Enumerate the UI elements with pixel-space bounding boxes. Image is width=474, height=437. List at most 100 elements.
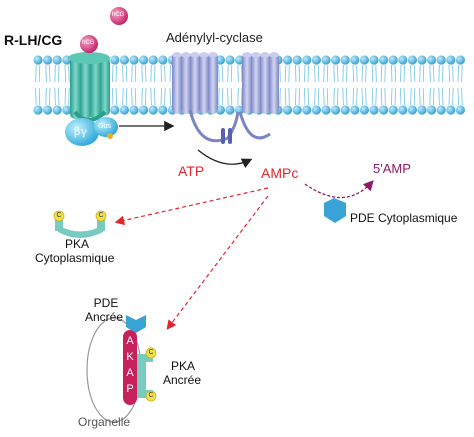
cyclase-helix	[199, 52, 209, 114]
lipid-tail	[279, 87, 281, 106]
lipid-tail	[413, 64, 416, 83]
cyclase-helix-top	[172, 52, 182, 58]
organelle-label: Organelle	[78, 415, 131, 429]
lipid-tail	[54, 64, 56, 83]
akap-letter-p: P	[126, 383, 134, 395]
lipid-head	[33, 55, 43, 65]
lipid-tail	[441, 87, 444, 106]
lipid-tail	[419, 64, 421, 83]
lipid-tail	[115, 87, 118, 106]
lipid-tail	[125, 87, 128, 106]
c-subunit-label: C	[148, 349, 154, 356]
cyclase-label: Adénylyl-cyclase	[166, 30, 263, 45]
akap-bar	[123, 330, 137, 405]
lipid-tail	[240, 87, 243, 106]
lipid-tail	[457, 64, 460, 83]
lipid-head	[311, 55, 321, 65]
lipid-head	[340, 105, 350, 115]
lipid-tail	[131, 87, 133, 106]
lipid-tail	[390, 64, 393, 83]
lipid-tail	[326, 64, 329, 83]
cyclase-helix	[190, 52, 200, 114]
lipid-tail	[237, 64, 239, 83]
lipid-tail	[160, 87, 163, 106]
lipid-tail	[134, 64, 137, 83]
lipid-tail	[314, 64, 316, 83]
arrow-to-pka-cyto	[114, 187, 269, 226]
lipid-tail	[64, 64, 67, 83]
lipid-tail	[122, 64, 124, 83]
lipid-head	[455, 105, 465, 115]
lipid-head	[119, 55, 129, 65]
lipid-tail	[48, 64, 51, 83]
pka-anchored-shape	[137, 347, 157, 402]
lipid-tail	[160, 64, 163, 83]
lipid-tail	[111, 64, 114, 83]
lipid-tail	[413, 87, 416, 106]
lipid-tail	[345, 87, 348, 106]
lipid-tail	[422, 87, 425, 106]
lipid-tail	[131, 64, 133, 83]
lipid-head	[302, 55, 312, 65]
lipid-tail	[141, 64, 143, 83]
cyclase-helix-top	[269, 52, 279, 58]
lipid-head	[369, 105, 379, 115]
lipid-head	[321, 105, 331, 115]
lipid-tail	[336, 64, 339, 83]
receptor-label: R-LH/CG	[4, 32, 63, 48]
cyclase-helix	[260, 52, 270, 114]
lipid-tail	[432, 64, 435, 83]
lipid-tail	[371, 87, 374, 106]
lipid-tail	[288, 87, 290, 106]
lipid-tail	[399, 64, 402, 83]
cyclase-helix-top	[260, 52, 270, 58]
lipid-tail	[333, 87, 335, 106]
lipid-tail	[410, 64, 412, 83]
lipid-tail	[438, 87, 440, 106]
lipid-head	[283, 105, 293, 115]
cyclase-helix-top	[208, 52, 218, 58]
lipid-tail	[403, 64, 406, 83]
lipid-tail	[134, 87, 137, 106]
lipid-head	[292, 55, 302, 65]
pde-anchored-shape	[126, 315, 146, 333]
cyclase-helix-top	[181, 52, 191, 58]
lipid-tail	[230, 64, 233, 83]
c-subunit-label: C	[98, 212, 104, 219]
lipid-head	[331, 55, 341, 65]
lipid-tail	[284, 64, 287, 83]
lipid-tail	[371, 64, 374, 83]
lipid-tail	[394, 87, 397, 106]
lipid-tail	[419, 87, 421, 106]
lipid-tail	[317, 64, 320, 83]
lipid-tail	[144, 64, 147, 83]
lipid-tail	[452, 87, 454, 106]
degradation-arrow	[304, 180, 374, 199]
hcg-free-label: hCG	[112, 12, 125, 18]
lipid-tail	[432, 87, 435, 106]
lipid-tail	[227, 64, 229, 83]
lipid-head	[417, 105, 427, 115]
lipid-head	[52, 105, 62, 115]
lipid-tail	[298, 64, 301, 83]
lipid-tail	[323, 87, 325, 106]
cyclase-helix-top	[199, 52, 209, 58]
lh-cg-receptor	[68, 52, 110, 122]
lipid-head	[427, 55, 437, 65]
lipid-tail	[441, 64, 444, 83]
lipid-head	[455, 55, 465, 65]
lipid-tail	[314, 87, 316, 106]
lipid-head	[129, 105, 139, 115]
lipid-tail	[169, 87, 172, 106]
pde-anchored-label-line1: PDE	[93, 296, 119, 310]
five-amp-label: 5'AMP	[373, 161, 411, 176]
lipid-tail	[448, 87, 451, 106]
lipid-tail	[317, 87, 320, 106]
lipid-tail	[452, 64, 454, 83]
lipid-tail	[35, 64, 37, 83]
c-subunit-label: C	[56, 212, 62, 219]
hcg-bound-label: hCG	[82, 40, 95, 46]
lipid-tail	[237, 87, 239, 106]
lipid-head	[398, 105, 408, 115]
pde-anchored-label-line2: Ancrée	[85, 310, 124, 324]
